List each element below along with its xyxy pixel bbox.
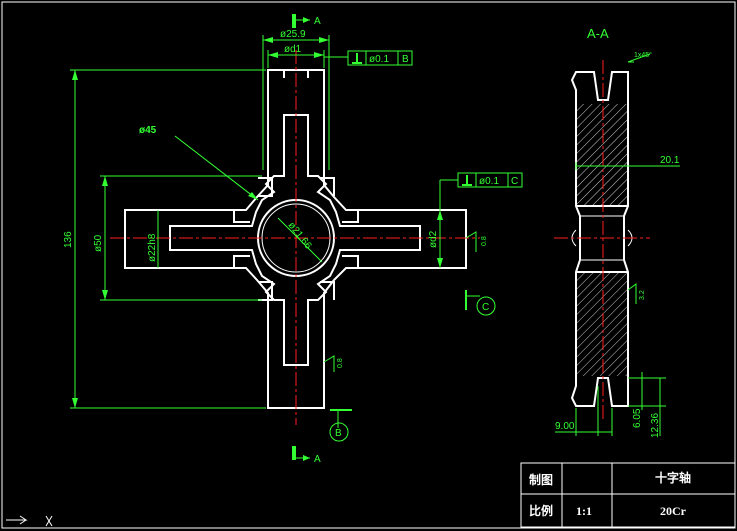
- top-arm-channel: [283, 70, 309, 172]
- dim-d2: ød2: [428, 230, 439, 248]
- front-dimensions: [70, 19, 480, 459]
- top-right-shoulder: [320, 177, 335, 196]
- inner-cross: [169, 114, 421, 366]
- hatch-upper: [576, 104, 628, 206]
- ucs-icon: [6, 515, 53, 527]
- tolerance-frame-top: ø0.1 B: [347, 50, 413, 66]
- section-mark-top: A: [314, 16, 321, 27]
- roughness-r1: 0.8: [481, 236, 488, 246]
- datum-b-circle: [329, 422, 349, 442]
- datum-c-circle: [476, 296, 496, 316]
- dim-d45: ø45: [139, 125, 157, 136]
- sec-dim-12-36: 12.36: [650, 413, 661, 438]
- title-scale-value: 1:1: [576, 504, 592, 518]
- section-mark-bottom: A: [314, 454, 321, 465]
- tol-right-value: ø0.1: [479, 176, 499, 187]
- cross-outline: [124, 69, 467, 409]
- title-part-name: 十字轴: [655, 470, 691, 485]
- datum-b-label: B: [335, 428, 342, 439]
- sec-dim-9-00: 9.00: [555, 421, 575, 432]
- dim-d-top: ø25.9: [280, 29, 306, 40]
- section-centerlines: [554, 60, 650, 420]
- section-mark-bottom-bar: [292, 446, 296, 460]
- section-view-label: A-A: [587, 26, 609, 41]
- title-block: [520, 462, 736, 528]
- tol-top-datum: B: [402, 54, 409, 65]
- sec-dim-6-05: 6.05: [632, 408, 643, 428]
- section-dimensions: [555, 53, 680, 436]
- title-scale-label: 比例: [529, 503, 553, 518]
- dim-d22h8: ø22h8: [147, 233, 158, 262]
- roughness-symbols-front: [323, 231, 477, 372]
- dim-136: 136: [63, 231, 74, 248]
- sec-dim-chamfer: 1x45°: [634, 51, 652, 59]
- sec-dim-20-1: 20.1: [660, 155, 680, 166]
- tol-right-datum: C: [511, 176, 518, 187]
- datum-c-label: C: [482, 302, 489, 313]
- section-view: [570, 71, 633, 407]
- tolerance-frame-right: ø0.1 C: [457, 172, 523, 188]
- top-left-shoulder: [258, 177, 273, 197]
- bottom-left-shoulder: [258, 281, 273, 301]
- arrowheads: [72, 17, 443, 461]
- section-mark-top-bar: [292, 14, 296, 28]
- front-centerlines: [110, 50, 480, 425]
- roughness-r3: 3.2: [639, 290, 646, 300]
- title-material: 20Cr: [660, 504, 687, 518]
- dim-d1: ød1: [284, 44, 302, 55]
- bottom-right-shoulder: [320, 281, 335, 300]
- tol-top-value: ø0.1: [369, 54, 389, 65]
- dim-d50: ø50: [93, 234, 104, 252]
- hatch-lower: [576, 272, 628, 376]
- title-drawn-label: 制图: [529, 472, 553, 487]
- left-shoulder: [233, 210, 250, 268]
- right-shoulder: [342, 210, 359, 268]
- roughness-r2: 0.8: [337, 358, 344, 368]
- dim-d21-66: ø21.66: [286, 220, 314, 252]
